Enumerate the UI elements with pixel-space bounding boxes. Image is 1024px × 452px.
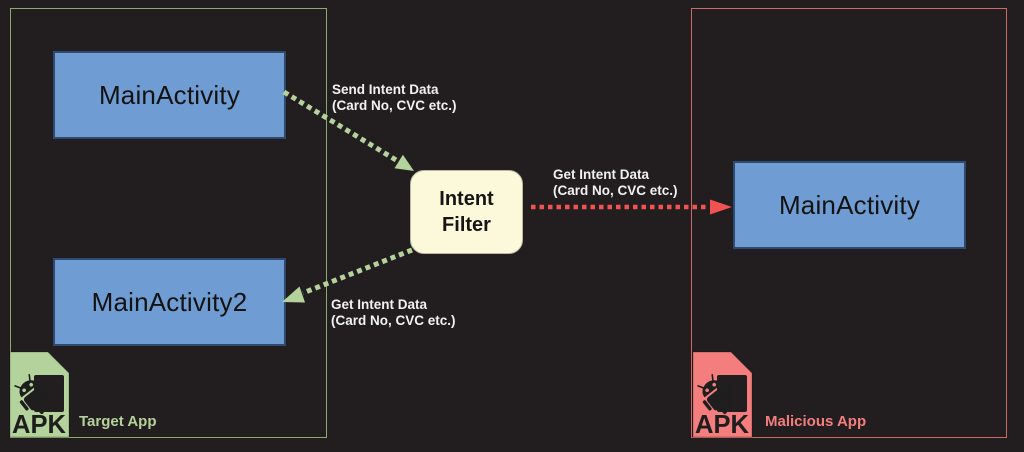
apk-label-text: APK [12,409,66,438]
intent-filter-node: Intent Filter [410,170,523,254]
target-mainactivity2-box: MainActivity2 [53,258,286,346]
malicious-app-container [691,8,1007,438]
intent-filter-line2: Filter [442,214,491,236]
apk-file-icon-target: APK [9,351,70,438]
intent-filter-line1: Intent [439,188,494,210]
get-intent-red-label: Get Intent Data (Card No, CVC etc.) [553,167,678,199]
get-intent-green-label-line1: Get Intent Data [331,297,428,312]
get-intent-red-label-line1: Get Intent Data [553,167,650,182]
send-intent-label: Send Intent Data (Card No, CVC etc.) [332,82,457,114]
send-intent-label-line1: Send Intent Data [332,82,439,97]
android-robot-icon [697,374,734,415]
get-intent-green-label-line2: (Card No, CVC etc.) [331,313,456,328]
target-app-container [10,8,327,438]
malicious-mainactivity-box: MainActivity [733,161,966,249]
apk-label-text: APK [695,409,749,438]
get-intent-red-label-line2: (Card No, CVC etc.) [553,183,678,198]
get-intent-green-label: Get Intent Data (Card No, CVC etc.) [331,297,456,329]
send-intent-arrowhead [394,154,414,171]
malicious-app-label: Malicious App [765,413,867,430]
target-app-label: Target App [79,413,157,430]
target-mainactivity-box: MainActivity [53,51,286,139]
send-intent-label-line2: (Card No, CVC etc.) [332,98,457,113]
apk-file-icon-malicious: APK [692,351,753,438]
android-robot-icon [14,374,51,415]
